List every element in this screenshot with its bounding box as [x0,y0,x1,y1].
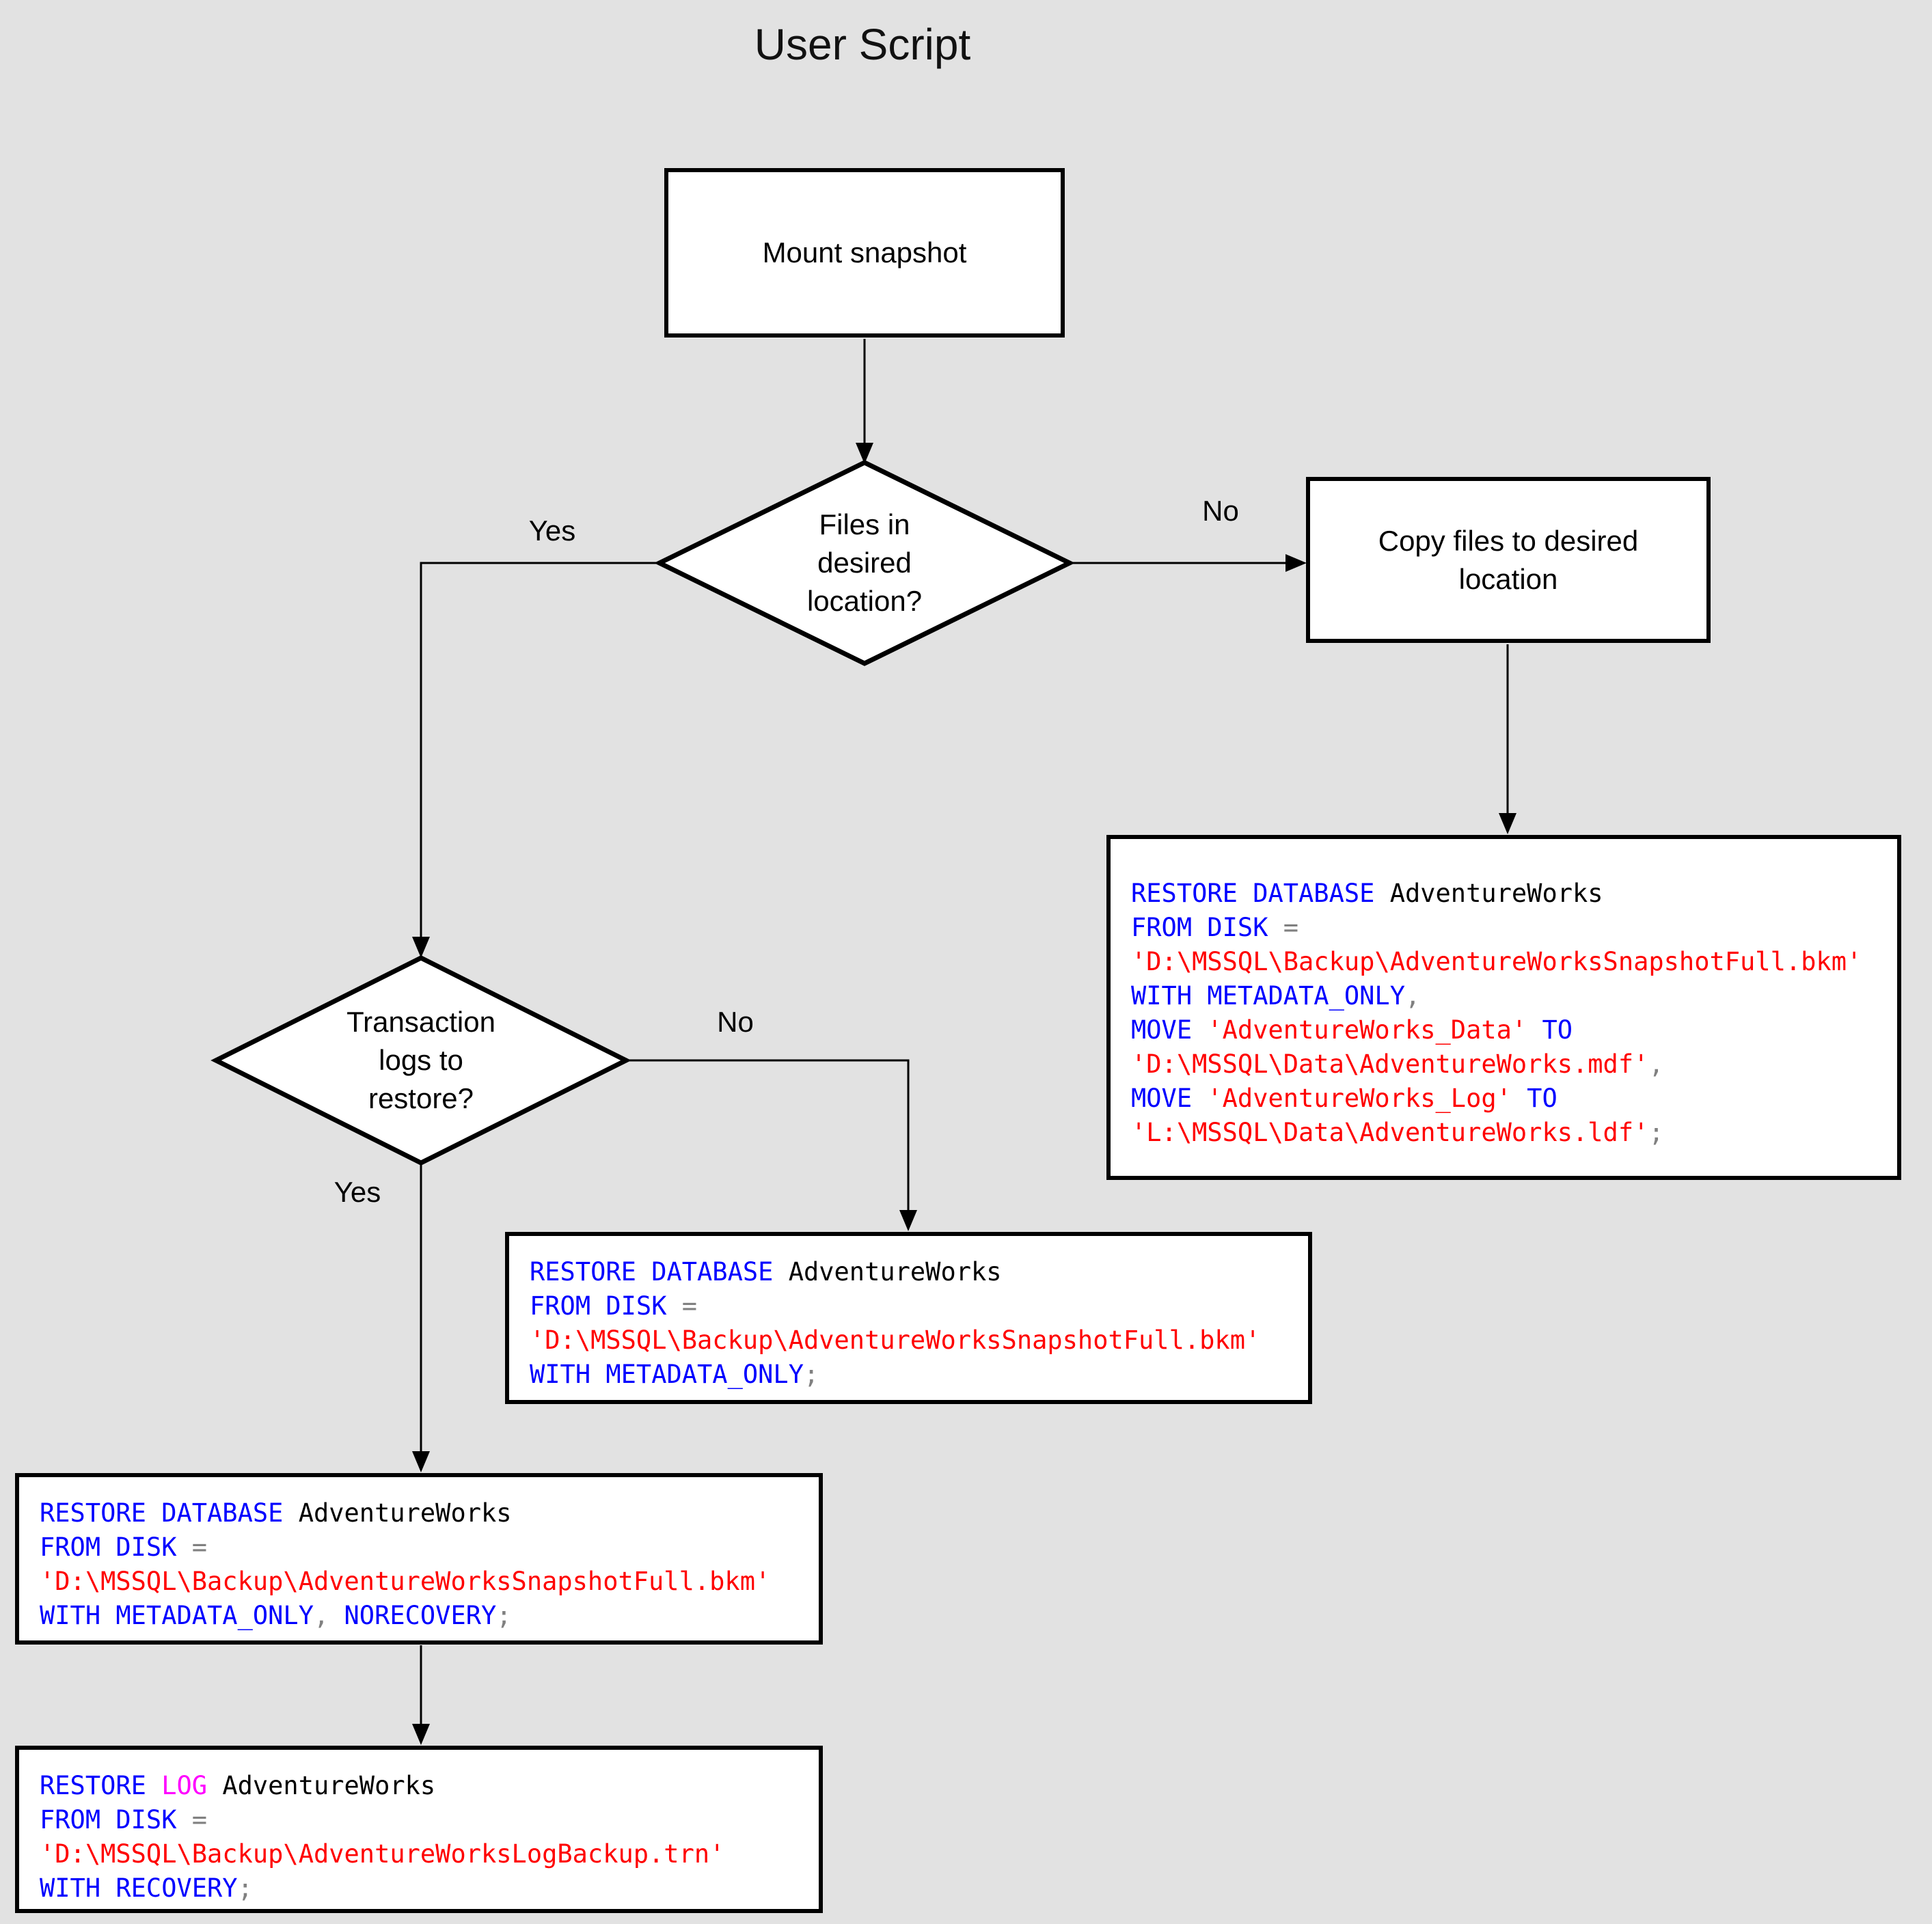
mount-snapshot-box: Mount snapshot [664,168,1065,338]
code-token: WITH METADATA_ONLY [530,1360,804,1389]
edge-decision-files-no [1070,554,1307,572]
copy-files-line2: location [1458,562,1558,595]
code-line: 'L:\MSSQL\Data\AdventureWorks.ldf'; [1131,1116,1883,1150]
code-token: WITH METADATA_ONLY [40,1601,314,1630]
code-token: 'D:\MSSQL\Data\AdventureWorks.mdf' [1131,1049,1649,1079]
code-line: 'D:\MSSQL\Backup\AdventureWorksSnapshotF… [40,1565,805,1599]
copy-files-line1: Copy files to desired [1378,524,1639,557]
code-token: = [176,1533,208,1562]
decision-logs-line1: Transaction [346,1006,495,1038]
decision-files-line1: Files in [819,508,910,540]
code-token: TO [1511,1084,1557,1113]
code-line: RESTORE DATABASE AdventureWorks [40,1496,805,1530]
edge-label-files-yes: Yes [528,514,576,547]
code-line: FROM DISK = [40,1803,805,1837]
decision-files-diamond [654,460,1075,666]
code-line: MOVE 'AdventureWorks_Log' TO [1131,1082,1883,1116]
diagram-title: User Script [754,20,971,69]
code-token: RESTORE [40,1771,146,1800]
code-token: , [1648,1049,1664,1079]
edge-norecovery-to-log [412,1645,430,1745]
code-token: NORECOVERY [329,1601,497,1630]
code-token: WITH RECOVERY [40,1873,238,1903]
edge-decision-logs-yes [412,1163,430,1472]
code-token: FROM DISK [1131,913,1268,942]
code-token: AdventureWorks [1374,879,1603,908]
code-token: AdventureWorks [773,1257,1002,1287]
edge-label-logs-no: No [717,1006,754,1038]
code-line: MOVE 'AdventureWorks_Data' TO [1131,1013,1883,1047]
edge-mount-to-decision-files [856,339,873,464]
code-token: RESTORE DATABASE [40,1498,284,1528]
code-token: = [1268,913,1299,942]
code-line: WITH RECOVERY; [40,1871,805,1906]
edge-label-files-no: No [1202,495,1239,527]
code-token: 'D:\MSSQL\Backup\AdventureWorksSnapshotF… [530,1325,1261,1355]
decision-files-line2: desired [817,547,912,579]
code-token: MOVE [1131,1015,1193,1045]
code-token: FROM DISK [40,1805,177,1834]
edge-copy-to-restore-move [1499,644,1516,834]
code-token: , [1404,981,1421,1011]
mount-snapshot-label: Mount snapshot [762,236,967,269]
decision-logs-line3: restore? [368,1082,474,1114]
code-line: WITH METADATA_ONLY, NORECOVERY; [40,1599,805,1633]
code-token: AdventureWorks [283,1498,512,1528]
code-line: RESTORE LOG AdventureWorks [40,1769,805,1803]
code-token: = [176,1805,208,1834]
code-line: 'D:\MSSQL\Data\AdventureWorks.mdf', [1131,1047,1883,1082]
code-token: RESTORE DATABASE [1131,879,1375,908]
code-line: WITH METADATA_ONLY, [1131,979,1883,1013]
code-token: WITH METADATA_ONLY [1131,981,1405,1011]
decision-logs-label: Transaction logs to restore? [284,1003,558,1118]
copy-files-box: Copy files to desired location [1306,477,1711,643]
code-line: 'D:\MSSQL\Backup\AdventureWorksLogBackup… [40,1837,805,1871]
code-token: FROM DISK [40,1533,177,1562]
code-token: ; [803,1360,819,1389]
code-token: TO [1527,1015,1573,1045]
code-token: 'L:\MSSQL\Data\AdventureWorks.ldf' [1131,1118,1649,1147]
edge-decision-logs-no [626,1059,917,1231]
code-line: WITH METADATA_ONLY; [530,1358,1294,1392]
code-token: , [313,1601,329,1630]
code-token: ; [496,1601,512,1630]
code-line: RESTORE DATABASE AdventureWorks [530,1255,1294,1289]
edge-decision-files-yes [412,562,659,958]
decision-files-label: Files in desired location? [728,506,1001,620]
code-line: 'D:\MSSQL\Backup\AdventureWorksSnapshotF… [1131,945,1883,979]
code-token: MOVE [1131,1084,1193,1113]
code-token: LOG [146,1771,208,1800]
code-line: FROM DISK = [1131,911,1883,945]
code-line: FROM DISK = [530,1289,1294,1323]
code-line: FROM DISK = [40,1530,805,1565]
code-token: = [666,1291,698,1321]
code-line: 'D:\MSSQL\Backup\AdventureWorksSnapshotF… [530,1323,1294,1358]
code-token: ; [1648,1118,1664,1147]
edge-label-logs-yes: Yes [334,1176,381,1208]
code-token: 'AdventureWorks_Log' [1192,1084,1512,1113]
code-token: 'AdventureWorks_Data' [1192,1015,1527,1045]
code-token: 'D:\MSSQL\Backup\AdventureWorksSnapshotF… [40,1567,771,1596]
code-token: 'D:\MSSQL\Backup\AdventureWorksLogBackup… [40,1839,725,1869]
code-token: FROM DISK [530,1291,667,1321]
code-token: AdventureWorks [207,1771,436,1800]
decision-logs-line2: logs to [379,1044,463,1076]
code-token: 'D:\MSSQL\Backup\AdventureWorksSnapshotF… [1131,947,1862,976]
decision-files-line3: location? [806,585,923,617]
code-token: RESTORE DATABASE [530,1257,774,1287]
code-token: ; [237,1873,253,1903]
code-line: RESTORE DATABASE AdventureWorks [1131,877,1883,911]
